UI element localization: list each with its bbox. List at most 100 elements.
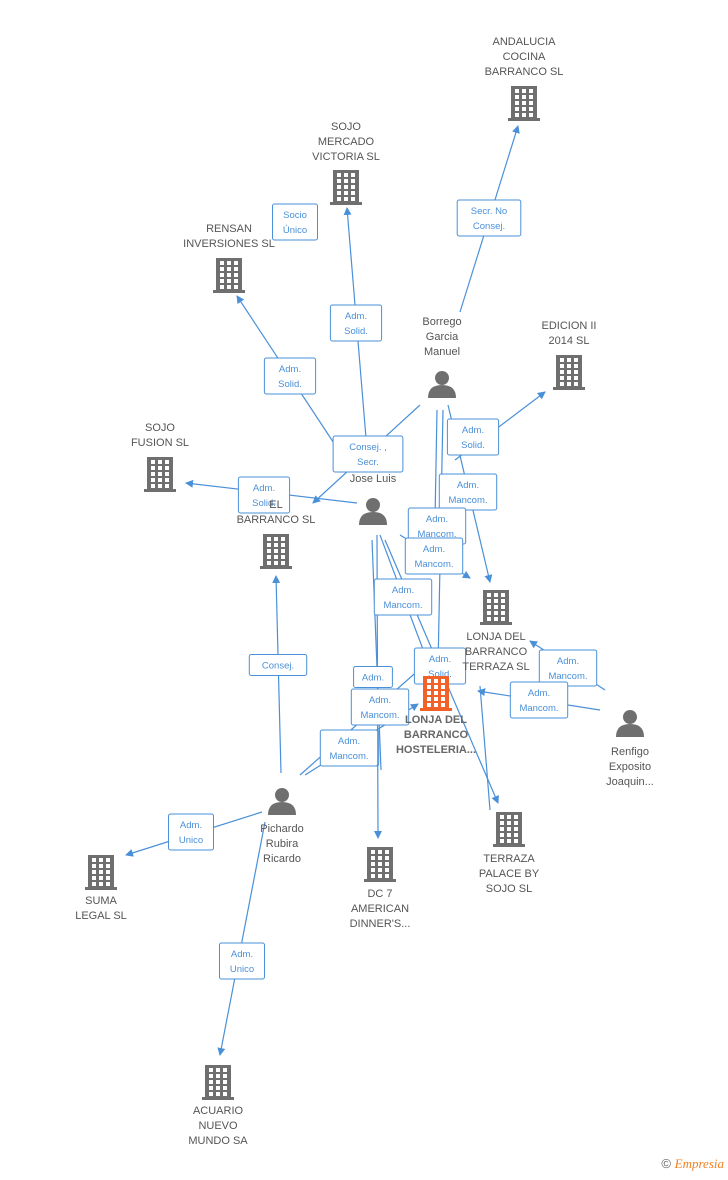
edge-label-jose_luis-sojo_mercado[interactable]: Adm.Solid. <box>329 304 383 342</box>
edge-label-box[interactable] <box>272 203 318 241</box>
edge-label-jose_luis-rensan[interactable]: Adm.Solid. <box>263 357 317 395</box>
copyright-symbol: © <box>661 1156 672 1171</box>
edge-label-pichardo-acuario[interactable]: Adm.Unico <box>219 942 265 980</box>
edge-label-box[interactable] <box>404 537 464 575</box>
node-label-line: DC 7 <box>367 888 392 900</box>
edge-label-box[interactable] <box>438 473 498 511</box>
building-icon[interactable] <box>364 847 396 882</box>
edge-labels-layer: Secr. NoConsej.Adm.Solid.Adm.Solid.Conse… <box>168 199 598 980</box>
edge-label-adm_lonja_left[interactable]: Adm. <box>353 666 393 688</box>
edge-label-text: Mancom. <box>448 495 487 506</box>
edge-label-jose_luis-dc7[interactable]: Adm. Mancom. <box>373 578 433 616</box>
edge-label-box[interactable] <box>446 418 500 456</box>
node-label-line: EL <box>269 499 282 511</box>
edge-label-box[interactable] <box>353 666 393 688</box>
node-label-line: BARRANCO <box>404 729 469 741</box>
edge-label-adm_mancom_pich[interactable]: Adm.Mancom. <box>319 729 379 767</box>
edge-label-adm_mancom_top[interactable]: Adm.Mancom. <box>404 537 464 575</box>
edge-label-text: Mancom. <box>417 529 456 540</box>
edge-label-jose_luis-edicion[interactable]: Adm.Solid. <box>446 418 500 456</box>
building-icon[interactable] <box>480 590 512 625</box>
node-label-line: BARRANCO SL <box>237 514 316 526</box>
edge-label-text: Solid. <box>252 498 276 509</box>
node-label-line: TERRAZA <box>483 853 535 865</box>
node-label-line: SOJO <box>331 121 361 133</box>
building-icon[interactable] <box>85 855 117 890</box>
building-icon[interactable] <box>260 534 292 569</box>
person-icon[interactable] <box>616 710 644 737</box>
node-jose_luis[interactable]: Jose Luis <box>350 473 397 525</box>
edge-label-text: Adm. <box>231 949 253 960</box>
node-label-line: 2014 SL <box>549 335 590 347</box>
edge-label-box[interactable] <box>350 688 410 726</box>
person-icon[interactable] <box>268 788 296 815</box>
edge-label-text: Único <box>283 225 307 236</box>
edge-connector-1 <box>371 539 382 771</box>
person-icon[interactable] <box>359 498 387 525</box>
building-icon[interactable] <box>508 86 540 121</box>
edge-label-pichardo-lonja_hosteleria[interactable]: Adm.Mancom. <box>350 688 410 726</box>
node-label-line: SUMA <box>85 895 117 907</box>
node-label-line: Borrego <box>422 316 461 328</box>
edge-label-box[interactable] <box>332 435 404 473</box>
edge-label-box[interactable] <box>319 729 379 767</box>
edge-label-box[interactable] <box>248 654 308 676</box>
edge-label-pichardo-del_barranco[interactable]: Consej. <box>248 654 308 676</box>
edge-label-box[interactable] <box>329 304 383 342</box>
building-icon[interactable] <box>420 676 452 711</box>
edge-label-text: Mancom. <box>383 600 422 611</box>
node-label-line: LONJA DEL <box>466 631 525 643</box>
edge-label-text: Adm. <box>392 585 414 596</box>
node-label-line: BARRANCO SL <box>485 66 564 78</box>
edge-label-box[interactable] <box>456 199 522 237</box>
building-icon[interactable] <box>202 1065 234 1100</box>
edge-label-borrego-del_barranco[interactable]: Consej. ,Secr. <box>332 435 404 473</box>
empresia-logo[interactable]: Empresia <box>674 1156 724 1171</box>
edge-label-renfigo-lonja_terraza[interactable]: Adm.Mancom. <box>538 649 598 687</box>
edge-label-text: Solid. <box>461 440 485 451</box>
person-icon[interactable] <box>428 371 456 398</box>
edge-label-text: Adm. <box>338 736 360 747</box>
node-del_barranco[interactable]: EL BARRANCO SL <box>237 499 316 569</box>
node-label-line: Exposito <box>609 761 651 773</box>
edge-label-jose_luis-sojo_fusion[interactable]: Adm.Solid. <box>237 476 291 514</box>
edge-label-box[interactable] <box>509 681 569 719</box>
edge-label-box[interactable] <box>168 813 214 851</box>
building-icon[interactable] <box>493 812 525 847</box>
node-label-line: BARRANCO <box>465 646 528 658</box>
node-label-line: MUNDO SA <box>188 1135 248 1147</box>
edge-label-renfigo-lonja_hosteleria[interactable]: Adm.Mancom. <box>509 681 569 719</box>
node-lonja_hosteleria[interactable]: LONJA DELBARRANCOHOSTELERIA... <box>396 676 476 756</box>
node-renfigo[interactable]: RenfigoExpositoJoaquin... <box>606 710 654 788</box>
building-icon[interactable] <box>553 355 585 390</box>
building-icon[interactable] <box>144 457 176 492</box>
edge-label-text: Consej. <box>262 661 294 672</box>
edge-label-pichardo-suma[interactable]: Adm.Unico <box>168 813 214 851</box>
edge-label-text: Adm. <box>369 695 391 706</box>
edge-label-text: Adm. <box>423 544 445 555</box>
edge-label-borrego-lonja_terraza[interactable]: Adm.Mancom. <box>438 473 498 511</box>
node-suma[interactable]: SUMA LEGAL SL <box>75 855 127 922</box>
node-label-line: Ricardo <box>263 853 301 865</box>
building-icon[interactable] <box>330 170 362 205</box>
edge-label-box[interactable] <box>263 357 317 395</box>
node-label-line: LEGAL SL <box>75 910 127 922</box>
node-dc7[interactable]: DC 7AMERICANDINNER'S... <box>350 847 411 930</box>
edge-label-box[interactable] <box>219 942 265 980</box>
building-icon[interactable] <box>213 258 245 293</box>
edge-label-box[interactable] <box>237 476 291 514</box>
edge-label-box[interactable] <box>373 578 433 616</box>
